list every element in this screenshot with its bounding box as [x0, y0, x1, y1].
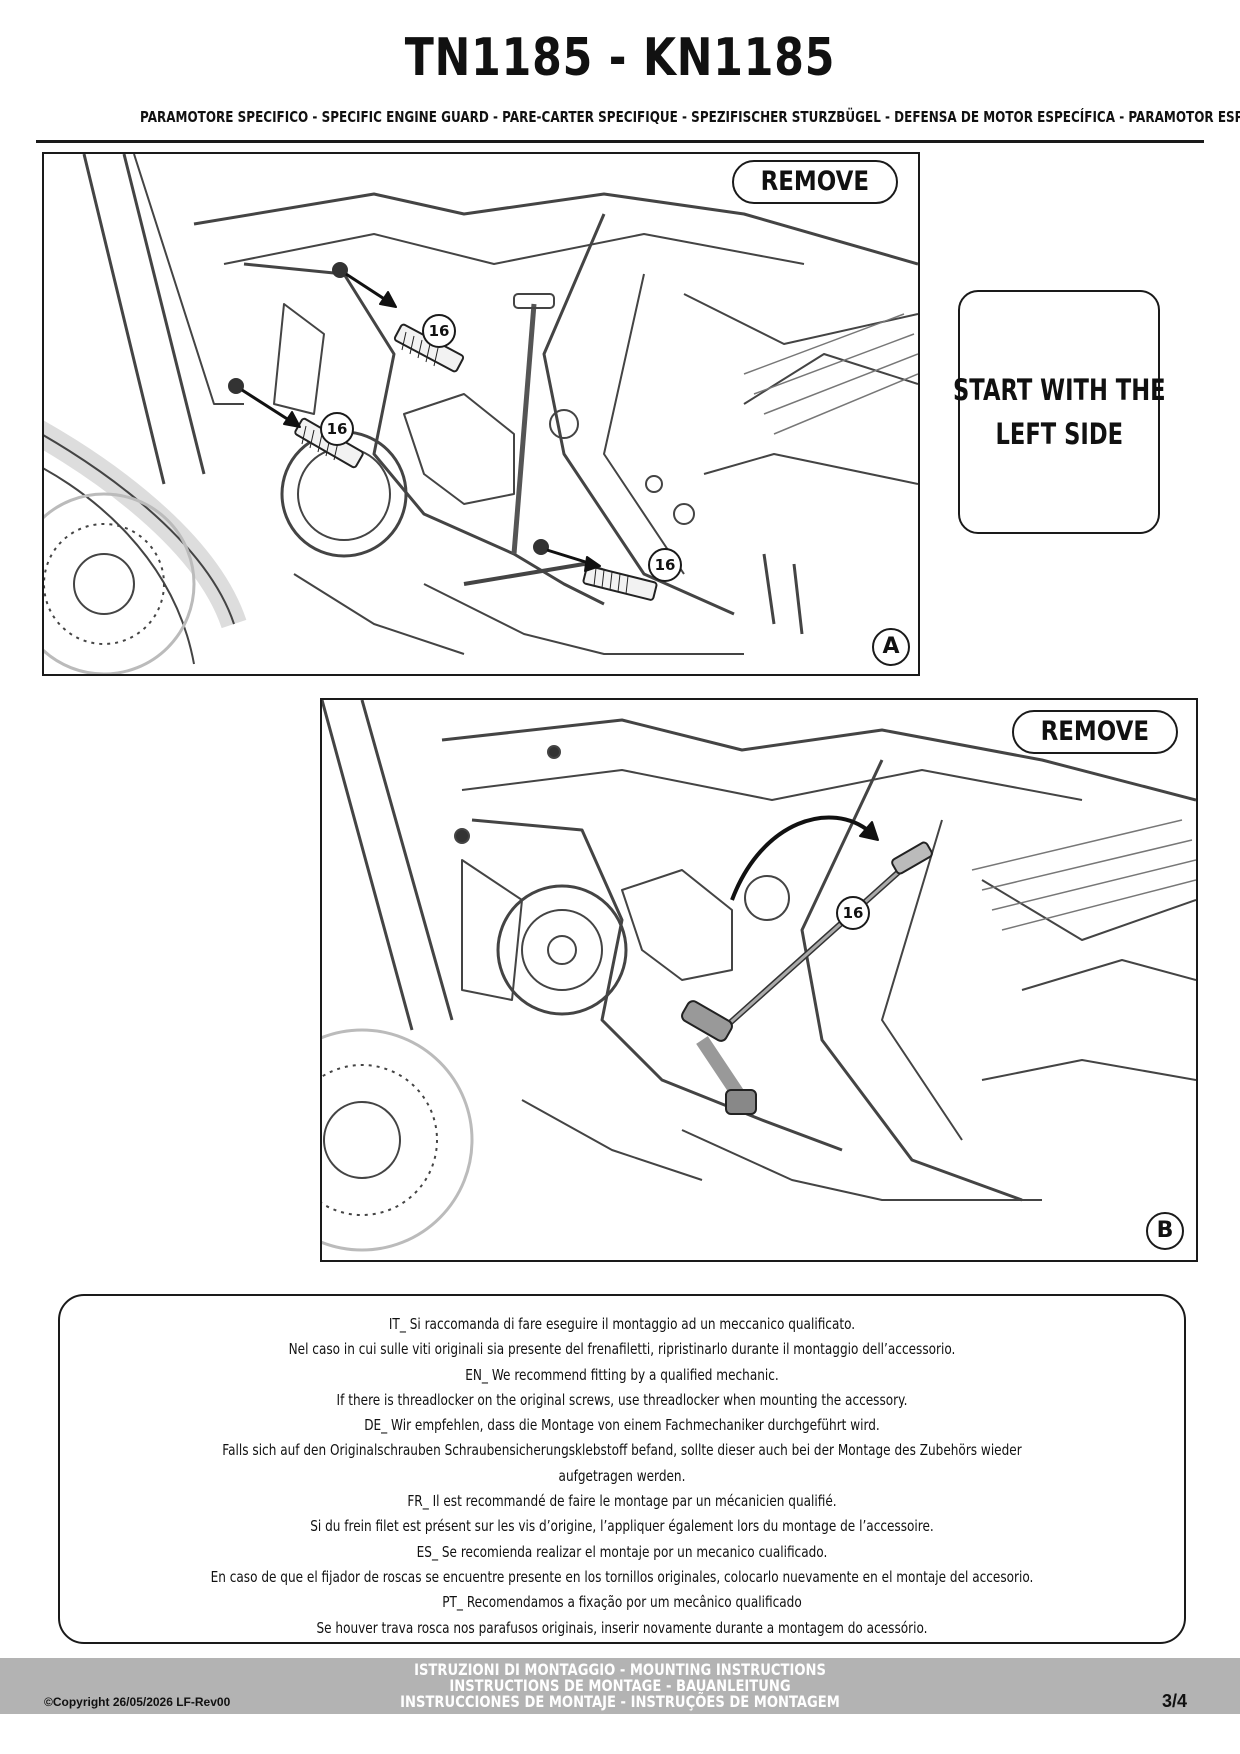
- note-line-es-2: En caso de que el fijador de roscas se e…: [210, 1567, 1034, 1586]
- part-callout-16: 16: [422, 314, 456, 348]
- footer-title-line3: INSTRUCCIONES DE MONTAJE - INSTRUÇÕES DE…: [400, 1692, 840, 1711]
- part-callout-16: 16: [320, 412, 354, 446]
- document-subtitle: PARAMOTORE SPECIFICO - SPECIFIC ENGINE G…: [140, 108, 1240, 126]
- illustration-panel-b: 16 REMOVE B: [320, 698, 1198, 1262]
- document-title: TN1185 - KN1185: [404, 28, 836, 88]
- mechanic-recommendation-box: IT_ Si raccomanda di fare eseguire il mo…: [58, 1294, 1186, 1644]
- note-line-pt-1: PT_ Recomendamos a fixação por um mecâni…: [442, 1593, 802, 1612]
- footer-title-line2: INSTRUCTIONS DE MONTAGE - BAUANLEITUNG: [449, 1676, 791, 1695]
- note-line-en-1: EN_ We recommend fitting by a qualified …: [465, 1365, 779, 1384]
- page-number: 3/4: [1162, 1691, 1188, 1711]
- remove-badge-label: REMOVE: [1040, 716, 1150, 747]
- engine-illustration-a: [44, 154, 918, 674]
- page-footer: ©Copyright 26/05/2026 LF-Rev00 ISTRUZION…: [0, 1658, 1240, 1714]
- header-rule: [36, 140, 1204, 143]
- start-side-note-line1: START WITH THE: [952, 373, 1166, 407]
- engine-illustration-b: [322, 700, 1196, 1252]
- start-side-note-line2: LEFT SIDE: [995, 417, 1123, 451]
- note-line-es-1: ES_ Se recomienda realizar el montaje po…: [416, 1542, 828, 1561]
- panel-letter-b: B: [1146, 1212, 1184, 1250]
- note-line-fr-2: Si du frein filet est présent sur les vi…: [310, 1517, 934, 1536]
- note-line-it-1: IT_ Si raccomanda di fare eseguire il mo…: [388, 1315, 856, 1333]
- illustration-panel-a: 16 16 16 REMOVE A: [42, 152, 920, 676]
- note-line-fr-1: FR_ Il est recommandé de faire le montag…: [407, 1492, 837, 1511]
- part-callout-16: 16: [836, 896, 870, 930]
- footer-title-line1: ISTRUZIONI DI MONTAGGIO - MOUNTING INSTR…: [414, 1660, 826, 1679]
- part-callout-16: 16: [648, 548, 682, 582]
- note-line-de-2: Falls sich auf den Originalschrauben Sch…: [222, 1441, 1022, 1460]
- remove-badge: REMOVE: [1012, 710, 1178, 754]
- note-line-it-2: Nel caso in cui sulle viti originali sia…: [288, 1340, 956, 1359]
- note-line-en-2: If there is threadlocker on the original…: [336, 1390, 908, 1409]
- panel-letter-a: A: [872, 628, 910, 666]
- note-line-pt-2: Se houver trava rosca nos parafusos orig…: [316, 1618, 928, 1637]
- remove-badge: REMOVE: [732, 160, 898, 204]
- note-line-de-3: aufgetragen werden.: [558, 1466, 686, 1485]
- copyright-text: ©Copyright 26/05/2026 LF-Rev00: [44, 1695, 231, 1709]
- start-side-note: START WITH THE LEFT SIDE: [953, 290, 1165, 534]
- note-line-de-1: DE_ Wir empfehlen, dass die Montage von …: [364, 1416, 880, 1435]
- remove-badge-label: REMOVE: [760, 166, 870, 197]
